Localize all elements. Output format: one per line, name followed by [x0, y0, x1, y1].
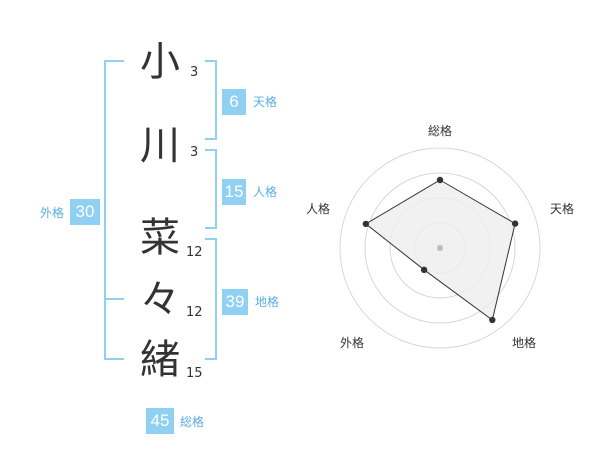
jinkaku-value: 15 — [222, 179, 246, 205]
name-char-1: 小 — [140, 39, 180, 85]
radar-ring-2 — [364, 172, 516, 324]
stroke-count-5: 15 — [186, 366, 203, 381]
radar-axis-label-gaikaku: 外格 — [339, 336, 364, 350]
name-char-3: 菜 — [140, 215, 180, 261]
radar-ring-1 — [339, 147, 541, 349]
tenkaku-value: 6 — [222, 89, 246, 115]
stroke-count-2: 3 — [190, 145, 199, 160]
jinkaku-label: 人格 — [253, 185, 278, 199]
radar-axis-label-chikaku: 地格 — [511, 336, 536, 350]
name-char-4: 々 — [140, 277, 180, 323]
soukaku-label: 総格 — [180, 415, 205, 429]
radar-axis-label-tenkaku: 天格 — [549, 202, 574, 216]
radar-point-4 — [420, 266, 428, 274]
tenkaku-bracket — [205, 60, 217, 140]
chikaku-bracket — [205, 238, 217, 360]
gaikaku-value: 30 — [70, 199, 100, 225]
radar-point-2 — [511, 220, 519, 227]
radar-axis-label-jinkaku: 人格 — [305, 202, 330, 216]
jinkaku-bracket — [205, 149, 217, 229]
chikaku-label: 地格 — [255, 295, 280, 309]
stroke-count-4: 12 — [186, 305, 203, 320]
surname-split-tick — [104, 298, 124, 300]
chikaku-value: 39 — [222, 289, 248, 315]
gaikaku-label: 外格 — [40, 206, 65, 220]
name-char-5: 緒 — [140, 337, 180, 383]
name-char-2: 川 — [140, 123, 180, 169]
radar-point-3 — [489, 316, 496, 324]
gaikaku-bracket — [104, 60, 124, 360]
radar-point-1 — [436, 176, 444, 184]
radar-center — [437, 245, 443, 251]
stroke-count-3: 12 — [186, 245, 203, 260]
radar-point-5 — [362, 220, 370, 228]
soukaku-value: 45 — [146, 408, 174, 434]
tenkaku-label: 天格 — [253, 95, 278, 109]
radar-axis-label-soukaku: 総格 — [427, 124, 452, 138]
stroke-count-1: 3 — [190, 65, 199, 80]
